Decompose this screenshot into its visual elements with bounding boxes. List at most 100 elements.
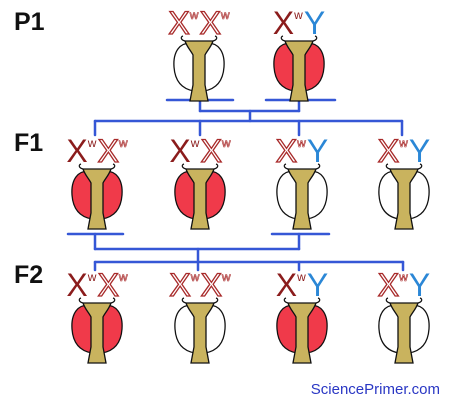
antenna-left	[385, 163, 391, 170]
x-chromosome: X	[201, 267, 222, 303]
x-chromosome: X	[66, 133, 87, 169]
white-eye-left	[173, 42, 196, 92]
genotype-label: Xw Y	[378, 267, 430, 303]
red-eye-right	[203, 170, 226, 220]
fruit-fly-head	[174, 163, 226, 230]
white-eye-right	[203, 304, 226, 354]
antenna-left	[181, 163, 187, 170]
x-chromosome: X	[200, 5, 221, 41]
allele-superscript: w	[118, 270, 128, 284]
white-eye-left	[378, 304, 401, 354]
antenna-right	[213, 297, 219, 304]
red-eye-left	[174, 170, 197, 220]
white-eye-right	[407, 304, 430, 354]
fruit-fly-head	[174, 297, 226, 364]
x-chromosome: X	[66, 267, 87, 303]
allele-superscript: w	[398, 136, 408, 150]
antenna-right	[312, 35, 318, 42]
y-chromosome: Y	[409, 267, 430, 303]
antenna-right	[315, 163, 321, 170]
genotype-label: Xw Xw	[66, 267, 127, 303]
proboscis	[82, 168, 112, 230]
antenna-right	[417, 297, 423, 304]
fruit-fly-head	[276, 297, 328, 364]
white-eye-left	[276, 170, 299, 220]
antenna-right	[110, 163, 116, 170]
proboscis	[82, 302, 112, 364]
genotype-label: Xw Y	[276, 267, 328, 303]
proboscis	[284, 40, 314, 102]
allele-superscript: w	[296, 136, 306, 150]
allele-superscript: w	[190, 136, 200, 150]
fruit-fly-head	[71, 297, 123, 364]
genotype-label: Xw Y	[276, 133, 328, 169]
fruit-fly-head	[276, 163, 328, 230]
allele-superscript: w	[118, 136, 128, 150]
genotype-label: Xw Xw	[66, 133, 127, 169]
proboscis	[184, 40, 214, 102]
generation-label-f1: F1	[14, 129, 44, 157]
y-chromosome: Y	[409, 133, 430, 169]
allele-superscript: w	[189, 8, 199, 22]
antenna-left	[180, 35, 186, 42]
white-eye-left	[174, 304, 197, 354]
allele-superscript: w	[221, 136, 231, 150]
allele-superscript: w	[190, 270, 200, 284]
y-chromosome: Y	[307, 133, 328, 169]
white-eye-right	[305, 170, 328, 220]
proboscis	[287, 302, 317, 364]
antenna-right	[110, 297, 116, 304]
red-eye-left	[71, 170, 94, 220]
fruit-fly-head	[273, 35, 325, 102]
antenna-left	[385, 297, 391, 304]
x-chromosome: X	[378, 267, 399, 303]
genotype-label: Xw Y	[273, 5, 325, 41]
allele-superscript: w	[296, 270, 306, 284]
fruit-fly-head	[378, 297, 430, 364]
allele-superscript: w	[221, 270, 231, 284]
proboscis	[389, 302, 419, 364]
proboscis	[185, 302, 215, 364]
red-eye-left	[276, 304, 299, 354]
antenna-left	[283, 163, 289, 170]
x-chromosome: X	[168, 5, 189, 41]
fruit-fly-head	[173, 35, 225, 102]
red-eye-right	[100, 304, 123, 354]
x-chromosome: X	[201, 133, 222, 169]
generation-label-f2: F2	[14, 261, 44, 289]
antenna-left	[181, 297, 187, 304]
x-chromosome: X	[98, 133, 119, 169]
antenna-left	[283, 297, 289, 304]
antenna-left	[78, 163, 84, 170]
allele-superscript: w	[220, 8, 230, 22]
x-chromosome: X	[98, 267, 119, 303]
x-chromosome: X	[276, 133, 297, 169]
proboscis	[287, 168, 317, 230]
x-chromosome: X	[378, 133, 399, 169]
white-eye-left	[378, 170, 401, 220]
antenna-right	[212, 35, 218, 42]
white-eye-right	[202, 42, 225, 92]
antenna-left	[280, 35, 286, 42]
red-eye-left	[71, 304, 94, 354]
genotype-label: Xw Y	[378, 133, 430, 169]
red-eye-right	[305, 304, 328, 354]
allele-superscript: w	[87, 136, 97, 150]
genotype-label: Xw Xw	[168, 5, 229, 41]
proboscis	[185, 168, 215, 230]
allele-superscript: w	[293, 8, 303, 22]
x-chromosome: X	[273, 5, 294, 41]
antenna-right	[213, 163, 219, 170]
genotype-label: Xw Xw	[169, 133, 230, 169]
antenna-right	[417, 163, 423, 170]
genotype-label: Xw Xw	[169, 267, 230, 303]
allele-superscript: w	[87, 270, 97, 284]
red-eye-right	[100, 170, 123, 220]
white-eye-right	[407, 170, 430, 220]
red-eye-right	[302, 42, 325, 92]
allele-superscript: w	[398, 270, 408, 284]
generation-label-p1: P1	[14, 8, 45, 36]
antenna-left	[78, 297, 84, 304]
